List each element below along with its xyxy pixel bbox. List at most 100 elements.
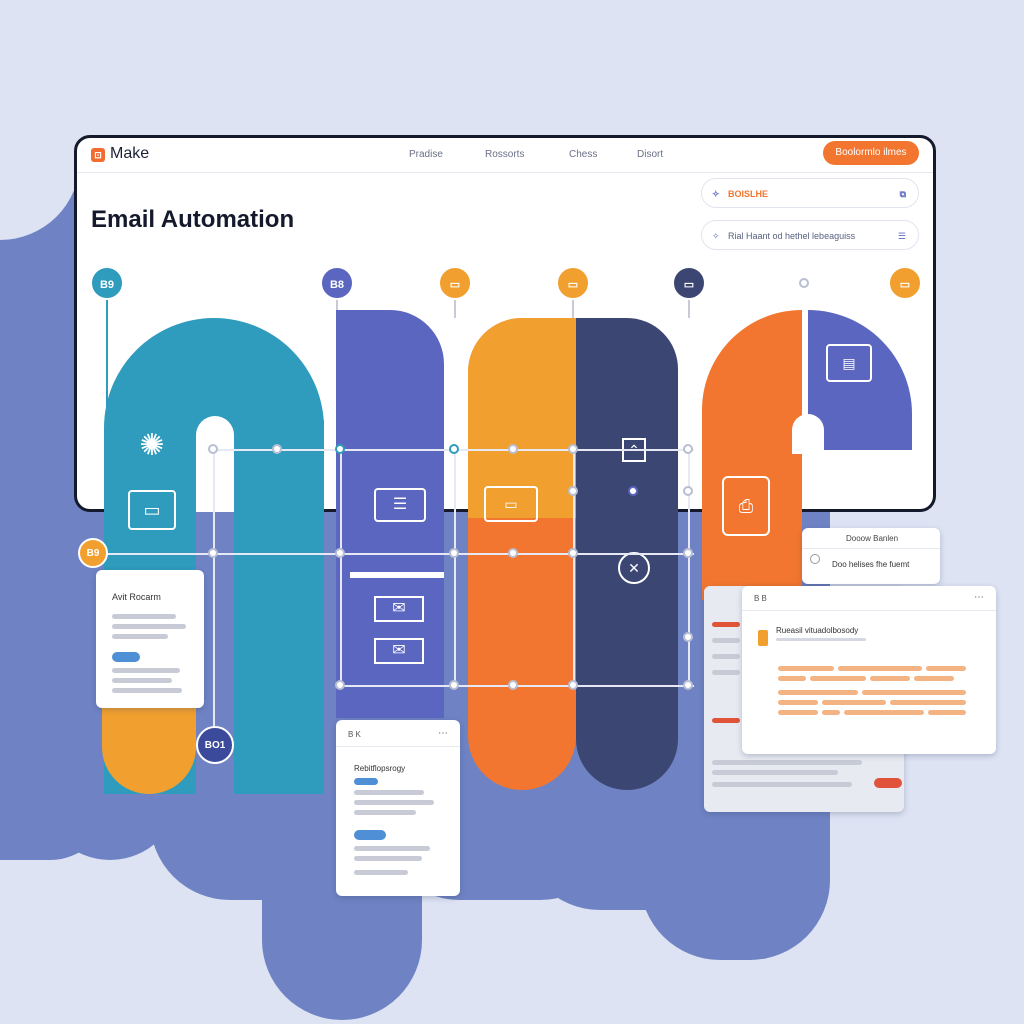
- card-header: Dooow Banlen: [846, 534, 899, 543]
- card-title: Rebitflopsrogy: [354, 764, 406, 773]
- more-icon[interactable]: ⋯: [974, 592, 984, 603]
- card-title: Rueasil vituadolbosody: [776, 626, 859, 635]
- connector-dot[interactable]: [208, 444, 218, 454]
- text-line: [914, 676, 954, 681]
- nav-link-4[interactable]: Disort: [637, 149, 664, 160]
- monitor-icon: ▤: [826, 344, 872, 382]
- nav-link-2[interactable]: Rossorts: [485, 149, 525, 160]
- text-line: [844, 710, 924, 715]
- connector-dot[interactable]: [683, 548, 693, 558]
- app-name[interactable]: Make: [110, 145, 150, 162]
- action-pill[interactable]: [354, 778, 378, 785]
- card-icon: ▭: [484, 486, 538, 522]
- more-icon[interactable]: ⋯: [438, 728, 448, 739]
- step-node-1[interactable]: B9: [90, 266, 124, 300]
- card-header: B K: [348, 730, 361, 739]
- text-line: [822, 710, 840, 715]
- connector-dot[interactable]: [208, 548, 218, 558]
- menu-icon: ☰: [897, 231, 906, 241]
- logo-icon: ⊡: [91, 148, 105, 162]
- radio-icon[interactable]: [810, 554, 820, 564]
- connector-line: [454, 449, 456, 685]
- connector-dot[interactable]: [508, 548, 518, 558]
- text-line: [112, 668, 180, 673]
- connector-dot[interactable]: [683, 486, 693, 496]
- connector-dot[interactable]: [683, 444, 693, 454]
- connector-dot[interactable]: [335, 548, 345, 558]
- envelope-icon: ✉: [374, 638, 424, 664]
- text-line: [354, 810, 416, 815]
- orange-foot: [102, 700, 196, 794]
- connector-dot[interactable]: [508, 444, 518, 454]
- text-line: [778, 690, 858, 695]
- connector-dot[interactable]: [683, 680, 693, 690]
- connector-dot[interactable]: [508, 680, 518, 690]
- side-node-orange[interactable]: B9: [78, 538, 108, 568]
- connector-dot[interactable]: [335, 444, 345, 454]
- connector-dot[interactable]: [568, 548, 578, 558]
- share-icon: ⧉: [899, 189, 906, 199]
- connector-dot: [799, 278, 809, 288]
- connector-dot[interactable]: [568, 680, 578, 690]
- text-line: [778, 710, 818, 715]
- orange-gap: [792, 414, 824, 454]
- panel-label-2: Rial Haant od hethel lebeaguiss: [728, 231, 856, 241]
- step-node-4[interactable]: ▭: [556, 266, 590, 300]
- text-line: [712, 638, 740, 643]
- side-node-navy[interactable]: BO1: [196, 726, 234, 764]
- indigo-divider: [350, 572, 444, 578]
- indigo-column: [336, 310, 444, 718]
- connector-dot[interactable]: [449, 444, 459, 454]
- nav-link-3[interactable]: Chess: [569, 149, 598, 160]
- connector-dot[interactable]: [568, 486, 578, 496]
- inbox-icon: ▭: [128, 490, 176, 530]
- text-line: [890, 700, 966, 705]
- panel-row-2[interactable]: ✧ Rial Haant od hethel lebeaguiss ☰: [701, 220, 919, 250]
- connector-line: [454, 298, 456, 318]
- text-line: [822, 700, 886, 705]
- step-node-6[interactable]: ▭: [888, 266, 922, 300]
- right-big-card[interactable]: B B ⋯ Rueasil vituadolbosody: [742, 586, 996, 754]
- right-small-card[interactable]: Dooow Banlen Doo helises fhe fuemt: [802, 528, 940, 584]
- connector-line: [572, 298, 574, 318]
- connector-dot[interactable]: [568, 444, 578, 454]
- panel-row-1[interactable]: ✧ BOISLHE ⧉: [701, 178, 919, 208]
- text-line: [778, 676, 806, 681]
- connector-dot[interactable]: [683, 632, 693, 642]
- connector-line: [573, 449, 575, 685]
- connector-dot[interactable]: [335, 680, 345, 690]
- text-line: [778, 666, 834, 671]
- settings-icon: ✧: [712, 189, 720, 199]
- nav-link-1[interactable]: Pradise: [409, 149, 443, 160]
- connector-dot[interactable]: [449, 548, 459, 558]
- text-line: [810, 676, 866, 681]
- text-line: [712, 654, 740, 659]
- connector-dot[interactable]: [449, 680, 459, 690]
- connector-line: [336, 298, 338, 318]
- connector-line: [94, 553, 694, 555]
- text-line: [712, 670, 740, 675]
- card-title: Doo helises fhe fuemt: [832, 560, 910, 569]
- bottom-card[interactable]: B K ⋯ Rebitflopsrogy: [336, 720, 460, 896]
- step-node-5[interactable]: ▭: [672, 266, 706, 300]
- connector-line: [688, 298, 690, 318]
- connector-dot[interactable]: [272, 444, 282, 454]
- connector-line: [106, 298, 108, 416]
- connector-dot[interactable]: [628, 486, 638, 496]
- text-line: [926, 666, 966, 671]
- page-title: Email Automation: [91, 206, 295, 233]
- teal-arch-bottom: [234, 420, 324, 794]
- cta-button[interactable]: Boolormlo ilmes: [823, 141, 919, 165]
- text-line: [112, 624, 186, 629]
- text-line: [712, 760, 862, 765]
- action-pill[interactable]: [354, 830, 386, 840]
- gear-cluster-icon: ✺: [139, 429, 165, 462]
- action-pill[interactable]: [112, 652, 140, 662]
- text-line: [712, 622, 740, 627]
- step-node-2[interactable]: B8: [320, 266, 354, 300]
- step-node-3[interactable]: ▭: [438, 266, 472, 300]
- left-card[interactable]: Avit Rocarm: [96, 570, 204, 708]
- text-line: [354, 856, 422, 861]
- orange-column: [702, 310, 802, 600]
- action-pill[interactable]: [874, 778, 902, 788]
